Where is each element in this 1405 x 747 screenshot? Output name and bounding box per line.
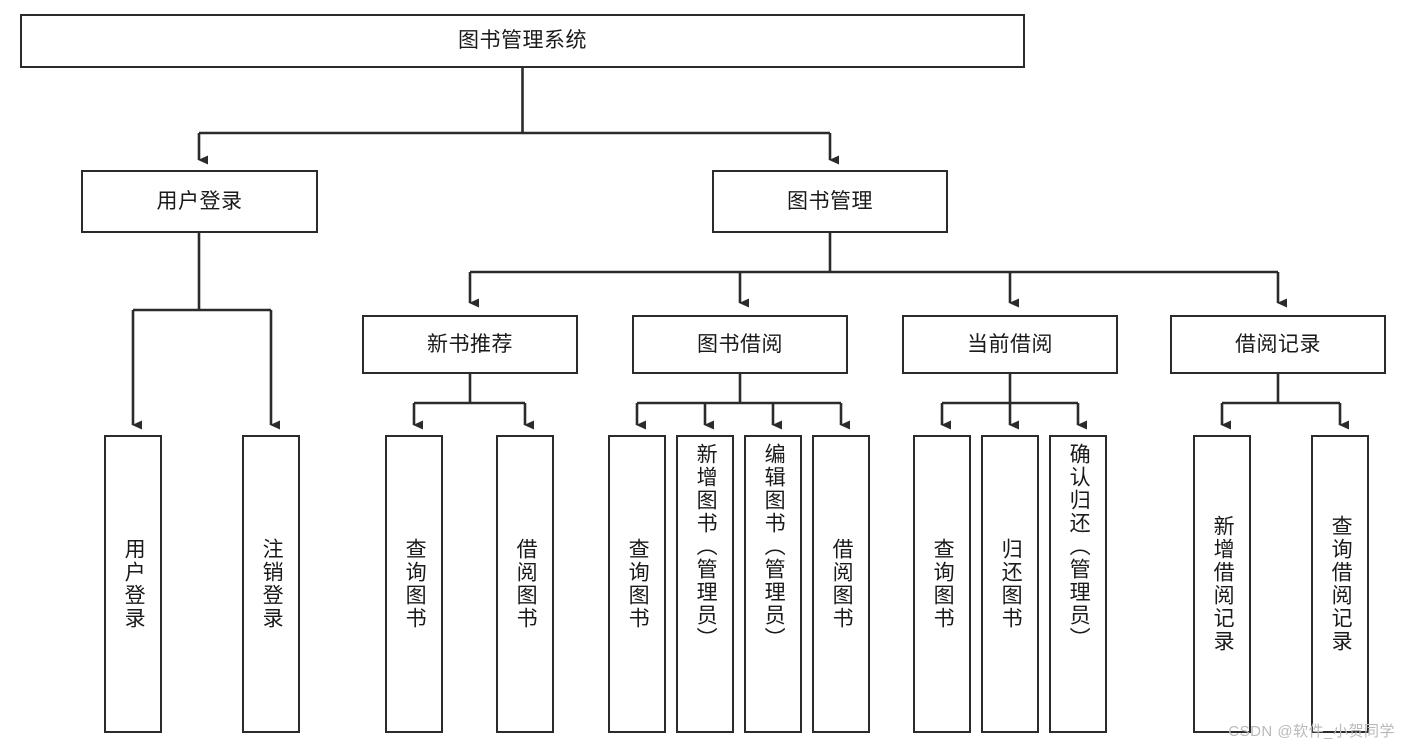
node-label: 注销登录 [260,538,284,630]
node-label: 查询图书 [626,538,650,630]
borrow-record-to-leaves-connectors [1220,374,1349,430]
new-book-to-leaves-connectors [412,374,534,430]
node-label: 新增借阅记录 [1211,515,1235,653]
node-label: 用户登录 [156,189,243,213]
book-borrow-to-leaves-connectors [635,374,850,430]
node-user-login[interactable]: 用户登录 [81,170,318,233]
leaf-query-book-current[interactable]: 查询图书 [913,435,971,733]
node-label: 借阅图书 [830,538,854,630]
node-label: 查询借阅记录 [1329,515,1353,653]
node-book-management[interactable]: 图书管理 [712,170,948,233]
node-label: 查询图书 [403,538,427,630]
current-borrow-to-leaves-connectors [940,374,1087,430]
leaf-query-borrow-record[interactable]: 查询借阅记录 [1311,435,1369,733]
csdn-watermark: CSDN @软件_小贺同学 [1228,723,1395,740]
leaf-add-borrow-record[interactable]: 新增借阅记录 [1193,435,1251,733]
leaf-edit-book-admin[interactable]: 编辑图书（管理员） [744,435,802,733]
leaf-user-logout[interactable]: 注销登录 [242,435,300,733]
user-login-to-leaves-connectors [131,233,280,430]
node-label: 图书管理 [787,189,873,213]
node-label: 编辑图书（管理员） [762,443,786,650]
leaf-confirm-return-admin[interactable]: 确认归还（管理员） [1049,435,1107,733]
node-label: 查询图书 [931,538,955,630]
node-label: 借阅图书 [514,538,538,630]
node-label: 确认归还（管理员） [1067,443,1091,650]
leaf-borrow-book-recommend[interactable]: 借阅图书 [496,435,554,733]
book-manage-to-level3-connectors [468,233,1287,308]
leaf-query-book-borrow[interactable]: 查询图书 [608,435,666,733]
node-label: 归还图书 [999,538,1023,630]
node-label: 新书推荐 [427,332,513,356]
root-to-level2-connectors [197,68,839,165]
node-borrow-record[interactable]: 借阅记录 [1170,315,1386,374]
node-label: 新增图书（管理员） [694,443,718,650]
leaf-query-book-recommend[interactable]: 查询图书 [385,435,443,733]
leaf-borrow-book[interactable]: 借阅图书 [812,435,870,733]
node-label: 当前借阅 [967,332,1053,356]
node-label: 用户登录 [122,538,146,630]
node-label: 借阅记录 [1235,332,1321,356]
leaf-return-book[interactable]: 归还图书 [981,435,1039,733]
node-book-borrow[interactable]: 图书借阅 [632,315,848,374]
leaf-user-login[interactable]: 用户登录 [104,435,162,733]
node-root-book-management-system[interactable]: 图书管理系统 [20,14,1025,68]
node-current-borrow[interactable]: 当前借阅 [902,315,1118,374]
node-label: 图书管理系统 [458,29,587,53]
leaf-add-book-admin[interactable]: 新增图书（管理员） [676,435,734,733]
node-new-book-recommend[interactable]: 新书推荐 [362,315,578,374]
node-label: 图书借阅 [697,332,783,356]
